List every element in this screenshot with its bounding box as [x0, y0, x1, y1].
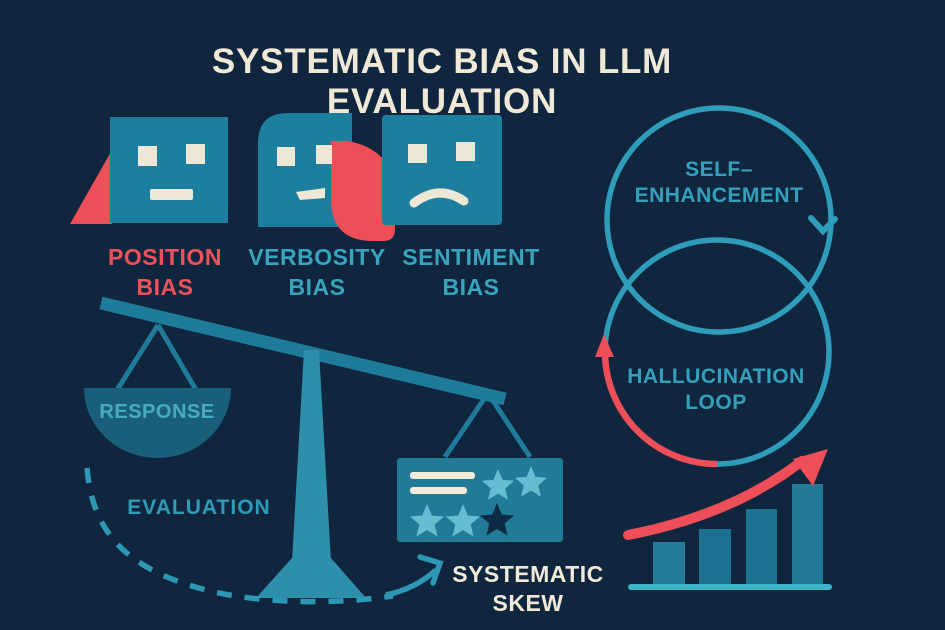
card-string — [485, 391, 533, 459]
frown-mouth — [409, 188, 469, 208]
sentiment-bias-label: SENTIMENT BIAS — [402, 244, 540, 300]
card-string — [442, 391, 491, 459]
position-bias-label: POSITION BIAS — [108, 244, 222, 300]
eye — [277, 147, 295, 166]
eye — [408, 144, 427, 163]
sad-face-icon — [382, 115, 502, 225]
scale-beam — [99, 296, 507, 406]
arrow-tail — [385, 567, 438, 598]
hallucination-loop-label: HALLUCINATION LOOP — [627, 365, 805, 414]
pan-string — [114, 323, 161, 392]
concerned-face-icon — [258, 113, 352, 227]
eye — [316, 145, 332, 164]
response-pan-label: RESPONSE — [99, 401, 215, 423]
bias-face-icons — [70, 113, 502, 241]
self-enhancement-label: SELF– ENHANCEMENT — [634, 158, 804, 207]
scale-pillar — [292, 350, 331, 562]
pan-string — [155, 323, 199, 392]
response-pan — [84, 388, 231, 458]
rating-card — [397, 458, 563, 542]
bar — [699, 529, 731, 584]
bar — [792, 484, 823, 584]
verbosity-bias-label: VERBOSITY BIAS — [248, 244, 386, 300]
trend-arrowhead-icon — [793, 449, 828, 486]
chart-baseline — [628, 584, 832, 590]
red-blob-accent — [331, 141, 395, 241]
skew-arrow — [84, 467, 444, 605]
neutral-face-icon — [110, 117, 228, 223]
eye — [456, 142, 475, 161]
self-enhancement-loop-circle — [604, 105, 834, 335]
loop-arrowhead-icon — [808, 215, 838, 236]
trend-chart — [623, 449, 832, 590]
text-line-bar — [410, 487, 467, 494]
page-title: SYSTEMATIC BIAS IN LLM EVALUATION — [211, 42, 673, 121]
bar-chart-bars — [653, 484, 823, 584]
trend-curve — [623, 456, 807, 540]
balance-scale — [84, 296, 533, 598]
eye — [186, 144, 205, 164]
red-loop-arc — [601, 351, 718, 468]
red-arrowhead-icon — [595, 334, 614, 357]
red-triangle-accent — [70, 150, 112, 224]
feedback-loops — [595, 105, 838, 468]
bar — [653, 542, 685, 584]
eye — [138, 146, 157, 166]
scale-base — [256, 558, 366, 598]
concerned-mouth — [296, 188, 325, 200]
teal-arrowhead-icon — [417, 554, 444, 586]
systematic-skew-label: SYSTEMATIC SKEW — [452, 561, 604, 616]
evaluation-label: EVALUATION — [127, 496, 271, 519]
neutral-mouth — [150, 189, 193, 200]
bar — [746, 509, 777, 584]
dashed-curve — [84, 467, 394, 605]
text-line-bar — [410, 472, 475, 479]
